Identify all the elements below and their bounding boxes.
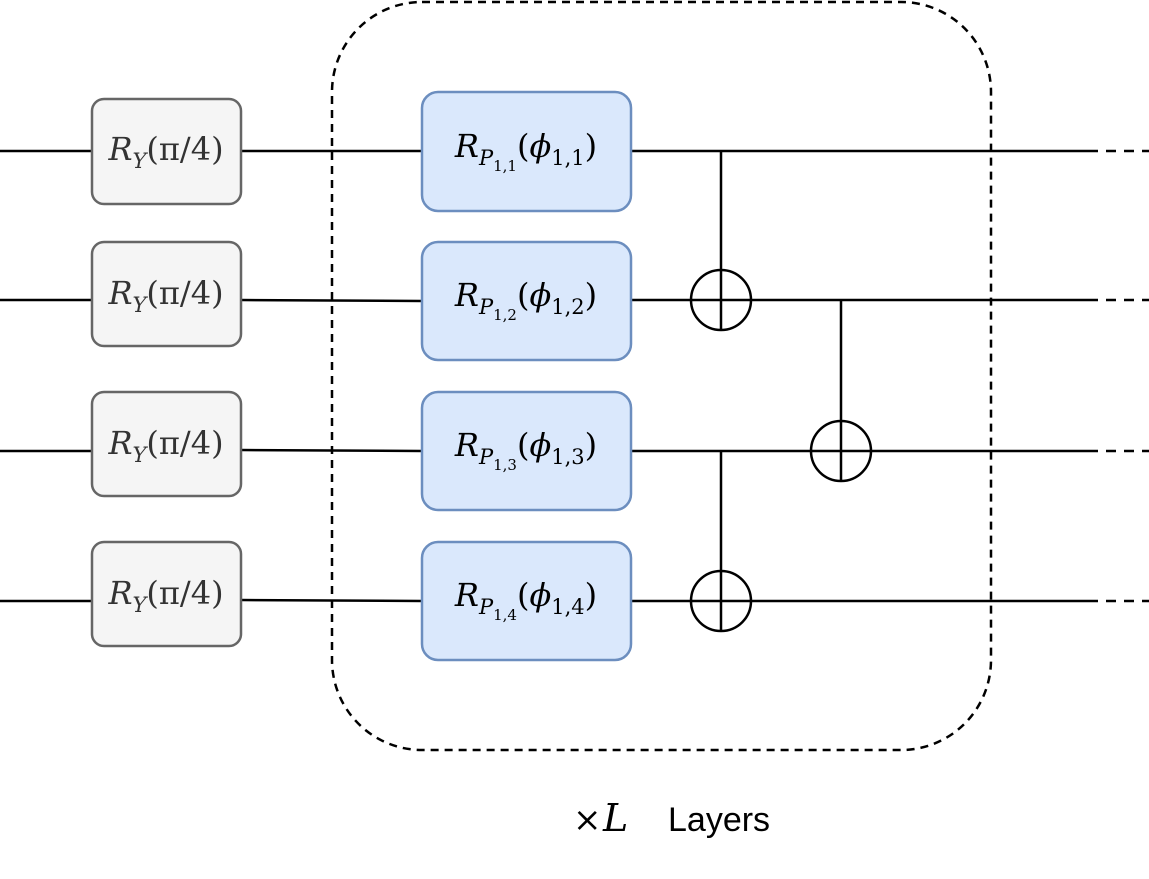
wire-3-segment-mid [240,448,423,453]
wire-2-segment-mid [240,298,423,303]
times-symbol: × [573,800,602,840]
cnot-gate-3-4 [689,451,753,633]
layers-word: Layers [668,801,770,839]
rp-gates: RP1,1(ϕ1,1) RP1,2(ϕ1,2) RP1,3(ϕ1,3) RP1,… [420,90,633,662]
rp-gate-label: RP1,4(ϕ1,4) [454,576,597,624]
ry-gate-2: RY(π/4) [90,240,243,348]
ry-gate-1: RY(π/4) [90,97,243,206]
rp-gate-label: RP1,1(ϕ1,1) [454,127,597,175]
rp-gate-label: RP1,2(ϕ1,2) [454,276,597,324]
ry-gate-label: RY(π/4) [107,130,223,173]
layer-repeat-box [330,0,993,752]
qubit-wires [0,149,1149,603]
ry-gate-label: RY(π/4) [107,574,223,617]
cnot-gates [689,151,873,633]
layer-repeat-caption: × L Layers [573,796,770,840]
rp-gate-label: RP1,3(ϕ1,3) [454,426,597,474]
layer-count-variable: L [602,796,628,840]
ry-gates: RY(π/4) RY(π/4) RY(π/4) RY(π/4) [90,97,243,648]
ry-gate-label: RY(π/4) [107,274,223,317]
rp-gate-1: RP1,1(ϕ1,1) [420,90,633,213]
rp-gate-4: RP1,4(ϕ1,4) [420,540,633,662]
cnot-gate-2-3 [809,300,873,483]
wire-4-segment-mid [240,598,423,603]
rp-gate-3: RP1,3(ϕ1,3) [420,390,633,512]
ry-gate-3: RY(π/4) [90,390,243,498]
rp-gate-2: RP1,2(ϕ1,2) [420,240,633,362]
ry-gate-label: RY(π/4) [107,424,223,467]
cnot-gate-1-2 [689,151,753,332]
ry-gate-4: RY(π/4) [90,540,243,648]
